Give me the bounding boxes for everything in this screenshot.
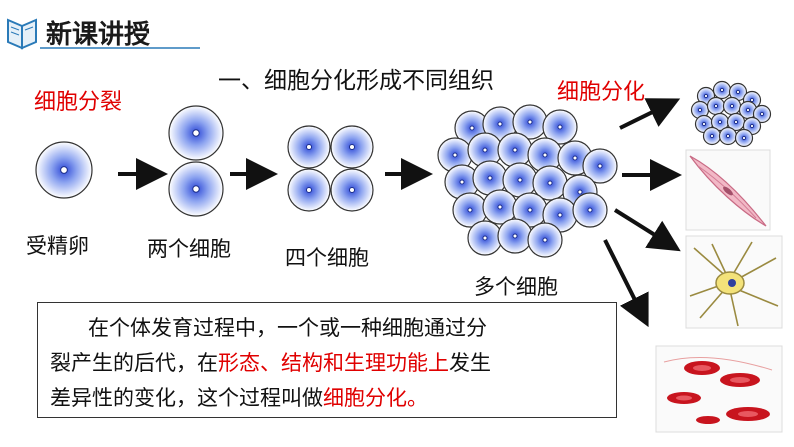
cell-nucleus — [572, 155, 578, 161]
blood-tissue-image — [655, 345, 783, 433]
cell-nucleus — [701, 121, 707, 127]
cell-nucleus — [60, 166, 68, 174]
two-cells-label: 两个细胞 — [147, 237, 231, 261]
section-title: 一、细胞分化形成不同组织 — [218, 68, 494, 94]
cell-nucleus — [547, 180, 553, 186]
arrow-diff-4 — [603, 239, 649, 328]
description-line-2: 裂产生的后代，在形态、结构和生理功能上发生 — [50, 347, 491, 377]
four-cells — [287, 125, 374, 212]
cell-nucleus — [703, 93, 709, 99]
arrow-diff-3 — [613, 208, 681, 252]
cell-nucleus — [557, 124, 563, 130]
cell-nucleus — [733, 119, 739, 125]
description-line-1: 在个体发育过程中，一个或一种细胞通过分 — [88, 316, 487, 340]
cell-nucleus — [709, 133, 715, 139]
cell-nucleus — [452, 152, 458, 158]
description-text: 差异性的变化，这个过程叫做 — [50, 386, 323, 410]
cell-nucleus — [745, 107, 751, 113]
description-highlight: 形态、结构和生理功能上 — [218, 351, 449, 375]
description-line-3: 差异性的变化，这个过程叫做细胞分化。 — [50, 382, 428, 412]
cell-nucleus — [467, 207, 473, 213]
cell-nucleus — [557, 212, 563, 218]
cell-nucleus — [192, 185, 200, 193]
cell-nucleus — [597, 163, 603, 169]
cell-nucleus — [192, 129, 200, 137]
book-icon — [7, 18, 37, 50]
cell-differentiation-label: 细胞分化 — [557, 80, 646, 105]
description-box: 在个体发育过程中，一个或一种细胞通过分 裂产生的后代，在形态、结构和生理功能上发… — [37, 302, 617, 418]
cell-nucleus — [459, 179, 465, 185]
cell-nucleus — [759, 111, 765, 117]
many-cells-label: 多个细胞 — [474, 275, 558, 299]
cell-nucleus — [735, 89, 741, 95]
cell-nucleus — [482, 147, 488, 153]
description-highlight: 细胞分化。 — [323, 386, 428, 410]
cell-nucleus — [512, 147, 518, 153]
cell-nucleus — [749, 123, 755, 129]
fertilized-egg-label: 受精卵 — [26, 234, 89, 258]
cell-nucleus — [487, 175, 493, 181]
cell-nucleus — [713, 103, 719, 109]
cell-nucleus — [577, 189, 583, 195]
cell-nucleus — [512, 233, 518, 239]
description-text: 裂产生的后代，在 — [50, 351, 218, 375]
header-title: 新课讲授 — [46, 20, 151, 50]
fertilized-egg-cell — [35, 141, 93, 199]
cell-nucleus — [749, 97, 755, 103]
cell-nucleus — [305, 143, 313, 151]
many-cells — [437, 104, 618, 258]
cell-nucleus — [348, 143, 356, 151]
cell-nucleus — [517, 177, 523, 183]
cell-nucleus — [348, 186, 356, 194]
two-cells — [168, 105, 224, 217]
cell-nucleus — [497, 121, 503, 127]
muscle-tissue-image — [685, 149, 771, 231]
nerve-tissue-image — [685, 235, 783, 329]
cell-nucleus — [697, 107, 703, 113]
cell-nucleus — [719, 87, 725, 93]
cell-nucleus — [482, 235, 488, 241]
cell-nucleus — [542, 152, 548, 158]
cell-nucleus — [542, 237, 548, 243]
cell-nucleus — [527, 207, 533, 213]
epithelial-tissue-image — [690, 80, 772, 148]
cell-division-label: 细胞分裂 — [34, 90, 123, 115]
arrow-diff-1 — [619, 98, 681, 130]
cell-nucleus — [497, 204, 503, 210]
cell-nucleus — [527, 119, 533, 125]
cell-nucleus — [717, 119, 723, 125]
cell-nucleus — [725, 133, 731, 139]
cell-nucleus — [305, 186, 313, 194]
cell-nucleus — [469, 125, 475, 131]
cell-nucleus — [587, 207, 593, 213]
cell-nucleus — [729, 103, 735, 109]
four-cells-label: 四个细胞 — [285, 246, 369, 270]
description-text: 发生 — [449, 351, 491, 375]
cell-nucleus — [741, 135, 747, 141]
